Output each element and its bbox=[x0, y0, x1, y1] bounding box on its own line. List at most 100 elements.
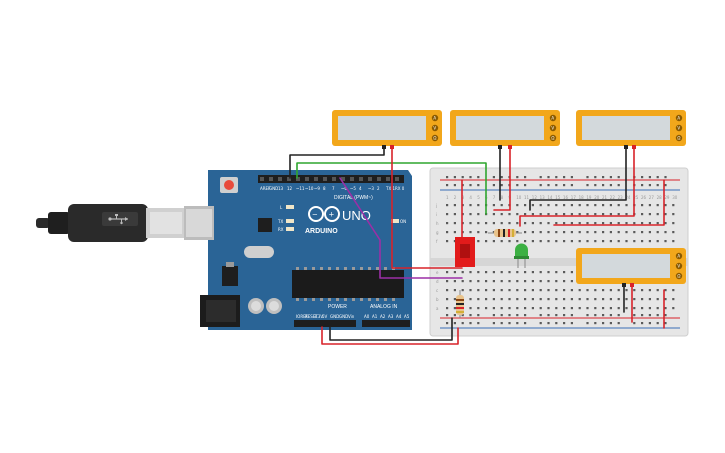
breadboard-hole[interactable] bbox=[531, 289, 534, 292]
breadboard-hole[interactable] bbox=[485, 231, 488, 234]
breadboard-hole[interactable] bbox=[555, 204, 558, 207]
rail-hole[interactable] bbox=[594, 322, 597, 325]
rail-hole[interactable] bbox=[641, 322, 644, 325]
rail-hole[interactable] bbox=[461, 176, 464, 179]
breadboard-hole[interactable] bbox=[531, 204, 534, 207]
wires[interactable] bbox=[289, 147, 665, 345]
rail-hole[interactable] bbox=[609, 322, 612, 325]
rail-hole[interactable] bbox=[656, 322, 659, 325]
rail-hole[interactable] bbox=[602, 184, 605, 187]
breadboard-hole[interactable] bbox=[563, 240, 566, 243]
rail-hole[interactable] bbox=[492, 184, 495, 187]
rail-hole[interactable] bbox=[609, 176, 612, 179]
breadboard-hole[interactable] bbox=[602, 231, 605, 234]
breadboard-hole[interactable] bbox=[453, 240, 456, 243]
breadboard-hole[interactable] bbox=[586, 231, 589, 234]
breadboard-hole[interactable] bbox=[594, 204, 597, 207]
rail-hole[interactable] bbox=[586, 184, 589, 187]
breadboard-hole[interactable] bbox=[500, 298, 503, 301]
breadboard-hole[interactable] bbox=[547, 222, 550, 225]
rail-hole[interactable] bbox=[570, 176, 573, 179]
rail-hole[interactable] bbox=[461, 314, 464, 317]
rail-hole[interactable] bbox=[555, 314, 558, 317]
breadboard-hole[interactable] bbox=[672, 307, 675, 310]
breadboard-hole[interactable] bbox=[625, 298, 628, 301]
breadboard-hole[interactable] bbox=[648, 289, 651, 292]
rail-hole[interactable] bbox=[539, 176, 542, 179]
breadboard-hole[interactable] bbox=[516, 213, 519, 216]
breadboard-hole[interactable] bbox=[563, 213, 566, 216]
breadboard-hole[interactable] bbox=[524, 204, 527, 207]
breadboard-hole[interactable] bbox=[586, 222, 589, 225]
breadboard-hole[interactable] bbox=[469, 298, 472, 301]
rail-hole[interactable] bbox=[524, 176, 527, 179]
rail-hole[interactable] bbox=[648, 184, 651, 187]
rail-hole[interactable] bbox=[555, 184, 558, 187]
breadboard-hole[interactable] bbox=[578, 213, 581, 216]
breadboard-hole[interactable] bbox=[617, 231, 620, 234]
breadboard-hole[interactable] bbox=[524, 307, 527, 310]
breadboard-hole[interactable] bbox=[508, 240, 511, 243]
rail-hole[interactable] bbox=[555, 322, 558, 325]
breadboard-hole[interactable] bbox=[625, 231, 628, 234]
breadboard-hole[interactable] bbox=[609, 213, 612, 216]
breadboard-hole[interactable] bbox=[633, 298, 636, 301]
breadboard-hole[interactable] bbox=[539, 307, 542, 310]
breadboard-hole[interactable] bbox=[516, 307, 519, 310]
rail-hole[interactable] bbox=[477, 322, 480, 325]
rail-hole[interactable] bbox=[453, 314, 456, 317]
breadboard-hole[interactable] bbox=[547, 204, 550, 207]
multimeter-1[interactable]: A V Ω bbox=[332, 110, 442, 149]
rail-hole[interactable] bbox=[477, 314, 480, 317]
rail-hole[interactable] bbox=[500, 314, 503, 317]
breadboard-hole[interactable] bbox=[563, 231, 566, 234]
breadboard-hole[interactable] bbox=[656, 307, 659, 310]
breadboard-hole[interactable] bbox=[477, 213, 480, 216]
breadboard-hole[interactable] bbox=[453, 307, 456, 310]
breadboard-hole[interactable] bbox=[508, 307, 511, 310]
rail-hole[interactable] bbox=[492, 176, 495, 179]
breadboard-hole[interactable] bbox=[500, 280, 503, 283]
breadboard-hole[interactable] bbox=[602, 213, 605, 216]
breadboard-hole[interactable] bbox=[570, 271, 573, 274]
arduino-uno-board[interactable]: AREF GND 13 12 ~11 ~10 ~9 8 7 ~6 ~5 4 ~3… bbox=[184, 170, 412, 330]
rail-hole[interactable] bbox=[516, 176, 519, 179]
rail-hole[interactable] bbox=[633, 314, 636, 317]
breadboard-hole[interactable] bbox=[625, 307, 628, 310]
breadboard-hole[interactable] bbox=[531, 240, 534, 243]
rail-hole[interactable] bbox=[648, 322, 651, 325]
breadboard-hole[interactable] bbox=[617, 307, 620, 310]
rail-hole[interactable] bbox=[570, 314, 573, 317]
breadboard-hole[interactable] bbox=[633, 222, 636, 225]
breadboard-hole[interactable] bbox=[485, 298, 488, 301]
breadboard-hole[interactable] bbox=[602, 240, 605, 243]
rail-hole[interactable] bbox=[446, 184, 449, 187]
breadboard-hole[interactable] bbox=[547, 298, 550, 301]
breadboard-hole[interactable] bbox=[563, 280, 566, 283]
breadboard-hole[interactable] bbox=[500, 240, 503, 243]
breadboard-hole[interactable] bbox=[672, 289, 675, 292]
breadboard-hole[interactable] bbox=[641, 289, 644, 292]
breadboard-hole[interactable] bbox=[602, 298, 605, 301]
breadboard-hole[interactable] bbox=[516, 222, 519, 225]
breadboard-hole[interactable] bbox=[648, 298, 651, 301]
rail-hole[interactable] bbox=[602, 314, 605, 317]
rail-hole[interactable] bbox=[617, 184, 620, 187]
breadboard-hole[interactable] bbox=[461, 271, 464, 274]
breadboard-hole[interactable] bbox=[648, 213, 651, 216]
breadboard-hole[interactable] bbox=[555, 213, 558, 216]
breadboard-hole[interactable] bbox=[485, 240, 488, 243]
breadboard-hole[interactable] bbox=[563, 271, 566, 274]
rail-hole[interactable] bbox=[586, 322, 589, 325]
rail-hole[interactable] bbox=[656, 176, 659, 179]
breadboard-hole[interactable] bbox=[586, 240, 589, 243]
breadboard-hole[interactable] bbox=[446, 271, 449, 274]
breadboard-hole[interactable] bbox=[570, 240, 573, 243]
breadboard-hole[interactable] bbox=[477, 289, 480, 292]
rail-hole[interactable] bbox=[508, 322, 511, 325]
rail-hole[interactable] bbox=[570, 184, 573, 187]
breadboard-hole[interactable] bbox=[492, 222, 495, 225]
breadboard-hole[interactable] bbox=[469, 280, 472, 283]
breadboard-hole[interactable] bbox=[570, 222, 573, 225]
breadboard-hole[interactable] bbox=[539, 231, 542, 234]
